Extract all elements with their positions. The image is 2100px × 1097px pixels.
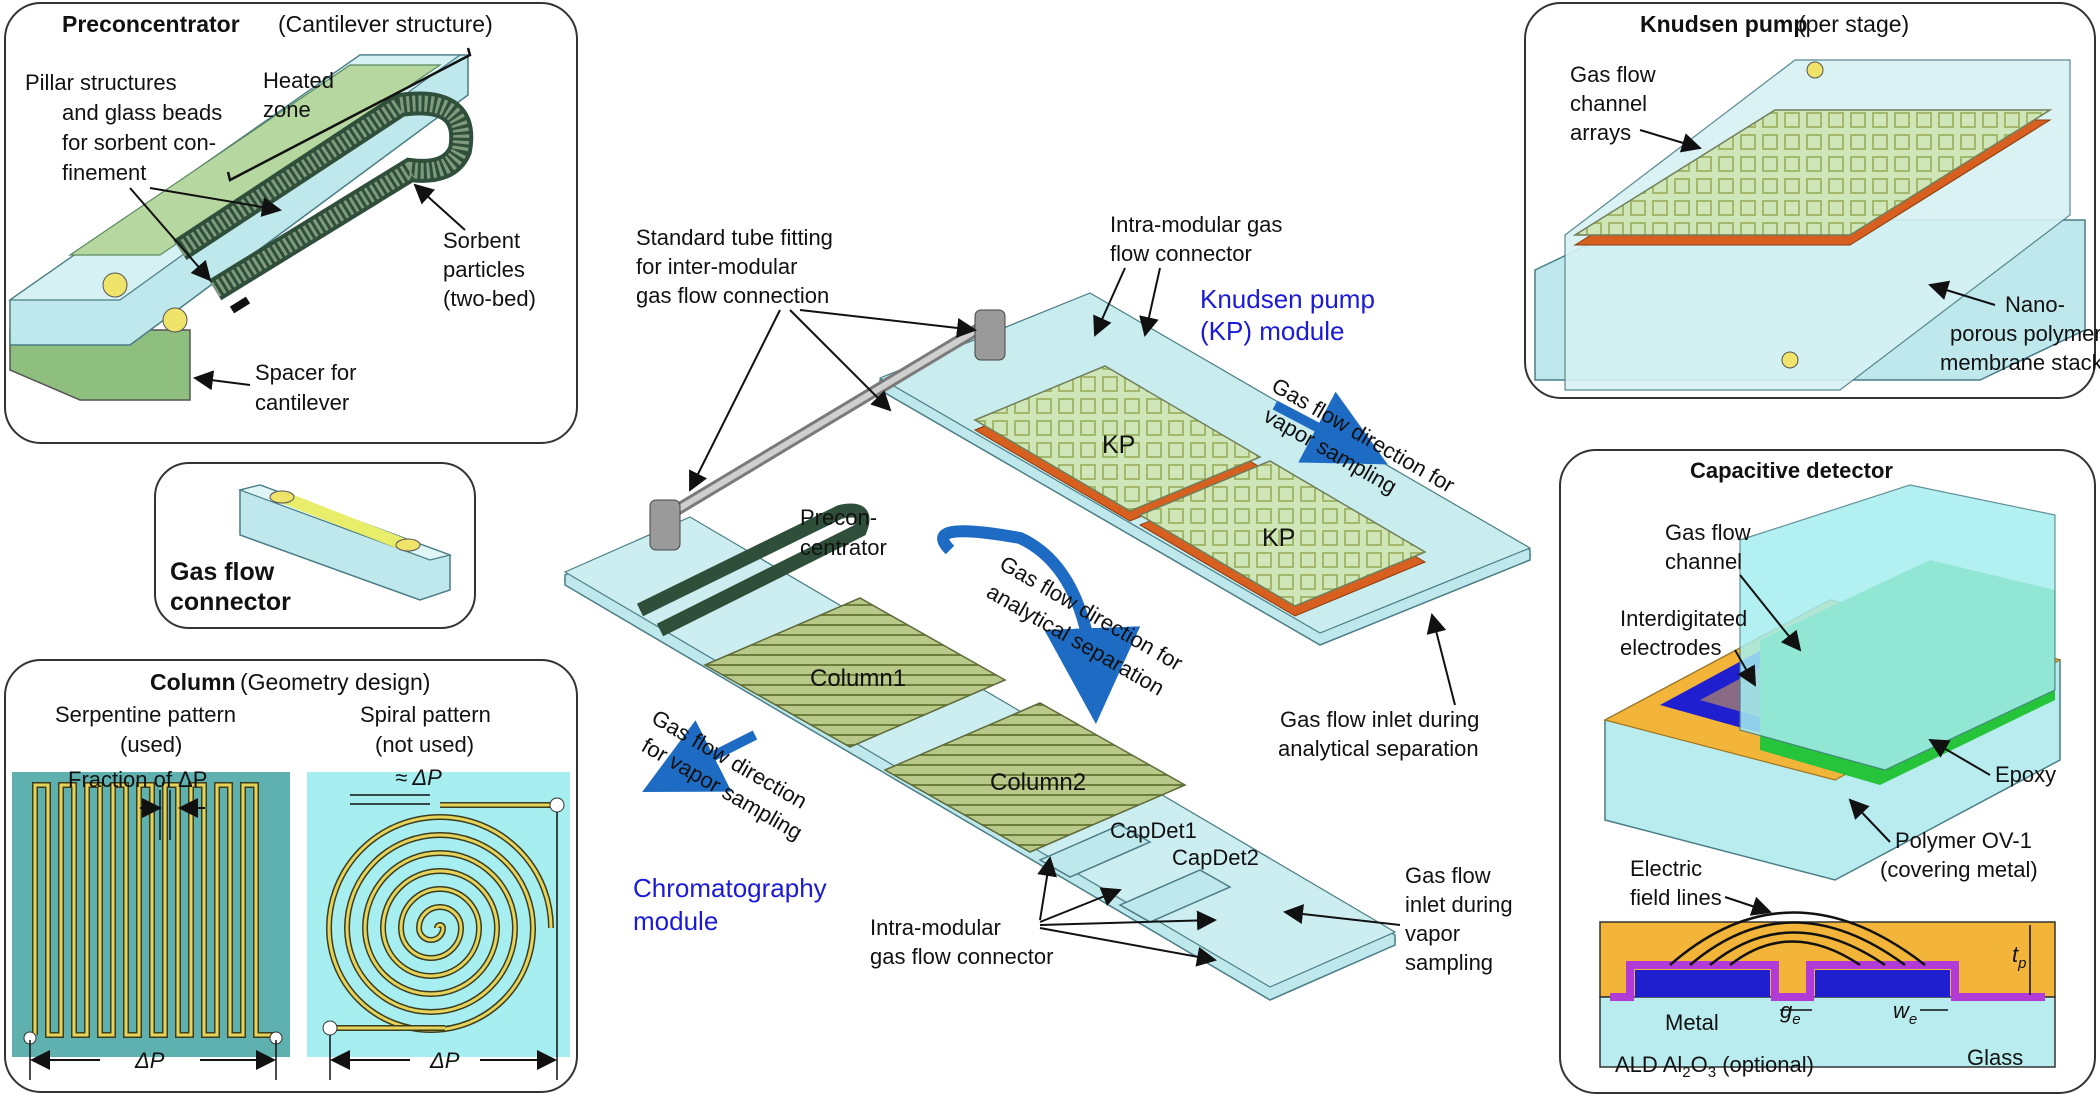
knudsen-pump-title: Knudsen pump: [1640, 11, 1807, 37]
cap-channel-label-1: Gas flow: [1665, 520, 1751, 545]
heated-zone-label-1: Heated: [263, 68, 334, 93]
intra-modular-bottom-label-1: Intra-modular: [870, 915, 1001, 940]
knudsen-pump-panel: Knudsen pump (per stage) Gas flow channe…: [1524, 2, 2100, 399]
sorbent-label-3: (two-bed): [443, 286, 536, 311]
center-assembly: KP KP Column1 Column2 CapDet1 CapDet2 St…: [563, 212, 1532, 1001]
inlet-separation-label-1: Gas flow inlet during: [1280, 707, 1479, 732]
column-subtitle: (Geometry design): [240, 669, 430, 695]
column2-label: Column2: [990, 769, 1086, 796]
preconcentrator-title: Preconcentrator: [62, 11, 240, 37]
knudsen-pump-subtitle: (per stage): [1798, 11, 1909, 37]
membrane-label-3: membrane stack: [1940, 350, 2100, 375]
intra-modular-top-label-2: flow connector: [1110, 241, 1252, 266]
preconcentrator-panel: Preconcentrator (Cantilever structure) H…: [4, 2, 578, 444]
gas-flow-connector-label-2: connector: [170, 588, 291, 616]
inlet-vapor-label-2: inlet during: [1405, 892, 1513, 917]
ald-oxygen: O: [1691, 1052, 1708, 1077]
column1-label: Column1: [810, 665, 906, 692]
polymer-label-2: (covering metal): [1880, 857, 2038, 882]
capdet1-label: CapDet1: [1110, 818, 1197, 843]
membrane-label-1: Nano-: [2005, 292, 2065, 317]
field-lines-label-2: field lines: [1630, 885, 1722, 910]
pillar-label-2: and glass beads: [62, 100, 222, 125]
chrom-module-label-2: module: [633, 906, 718, 936]
sorbent-label-1: Sorbent: [443, 228, 520, 253]
capdet2-label: CapDet2: [1172, 845, 1259, 870]
spiral-label-2: (not used): [375, 732, 474, 757]
preconcentrator-subtitle: (Cantilever structure): [278, 11, 493, 37]
fraction-label: Fraction of ΔP: [68, 767, 207, 792]
pillar-label-1: Pillar structures: [25, 70, 177, 95]
kp1-label: KP: [1102, 431, 1135, 459]
field-lines-label-1: Electric: [1630, 856, 1702, 881]
glass-label: Glass: [1967, 1045, 2023, 1070]
svg-text:Knudsen pump: Knudsen pump: [1640, 11, 1807, 37]
tube-fitting-label-1: Standard tube fitting: [636, 225, 833, 250]
intra-modular-top-label-1: Intra-modular gas: [1110, 212, 1282, 237]
heated-zone-label-2: zone: [263, 97, 311, 122]
approx-dp-label: ≈ ΔP: [395, 765, 442, 790]
precon-label-1: Precon-: [800, 505, 877, 530]
tube-fitting-label-2: for inter-modular: [636, 254, 797, 279]
pillar-label-3: for sorbent con-: [62, 130, 216, 155]
spiral-label-1: Spiral pattern: [360, 702, 491, 727]
kp-module-label-1: Knudsen pump: [1200, 284, 1375, 314]
column-title: Column: [150, 669, 236, 695]
kp-channel-label-2: channel: [1570, 91, 1647, 116]
kp-module-label-2: (KP) module: [1200, 316, 1345, 346]
tp-label: t: [2012, 942, 2019, 967]
pillar-label-4: finement: [62, 160, 146, 185]
cap-channel-label-2: channel: [1665, 549, 1742, 574]
kp-channel-label-1: Gas flow: [1570, 62, 1656, 87]
gas-flow-connector-panel: Gas flow connector: [154, 462, 476, 629]
tp-subscript: p: [2017, 955, 2026, 972]
inlet-vapor-label-4: sampling: [1405, 950, 1493, 975]
inlet-separation-label-2: analytical separation: [1278, 736, 1479, 761]
kp2-label: KP: [1262, 524, 1295, 552]
dp-serpentine-label: ΔP: [134, 1048, 165, 1073]
gas-flow-connector-label-1: Gas flow: [170, 558, 275, 586]
membrane-label-2: porous polymer: [1950, 321, 2100, 346]
sorbent-label-2: particles: [443, 257, 525, 282]
dp-spiral-label: ΔP: [429, 1048, 460, 1073]
polymer-label-1: Polymer OV-1: [1895, 828, 2032, 853]
column-panel: Column (Geometry design) Serpentine patt…: [4, 659, 578, 1093]
ald-label-prefix: ALD Al: [1615, 1052, 1682, 1077]
cap-detector-title: Capacitive detector: [1690, 458, 1893, 483]
svg-text:ALD Al2O3 (optional): ALD Al2O3 (optional): [1615, 1052, 1814, 1081]
inlet-vapor-label-3: vapor: [1405, 921, 1460, 946]
kp-channel-label-3: arrays: [1570, 120, 1631, 145]
serpentine-label-1: Serpentine pattern: [55, 702, 236, 727]
electrodes-label-2: electrodes: [1620, 635, 1722, 660]
svg-text:we: we: [1893, 998, 1917, 1028]
spacer-label-1: Spacer for: [255, 360, 357, 385]
precon-label-2: centrator: [800, 535, 887, 560]
capacitive-detector-panel: Capacitive detector Gas flow channel Int…: [1559, 449, 2096, 1094]
intra-modular-bottom-label-2: gas flow connector: [870, 944, 1053, 969]
electrodes-label-1: Interdigitated: [1620, 606, 1747, 631]
inlet-vapor-label-1: Gas flow: [1405, 863, 1491, 888]
we-label: w: [1893, 998, 1911, 1023]
svg-text:Preconcentrator: Preconcentrator: [62, 11, 240, 37]
svg-text:tp: tp: [2012, 942, 2026, 972]
we-subscript: e: [1909, 1011, 1917, 1028]
serpentine-label-2: (used): [120, 732, 182, 757]
chrom-module-label-1: Chromatography: [633, 873, 827, 903]
svg-text:Column: Column: [150, 669, 236, 695]
ald-sub-2: 2: [1682, 1064, 1690, 1081]
ald-label-suffix: (optional): [1716, 1052, 1814, 1077]
epoxy-label: Epoxy: [1995, 762, 2056, 787]
ge-subscript: e: [1792, 1011, 1800, 1028]
tube-fitting-label-3: gas flow connection: [636, 283, 829, 308]
metal-label: Metal: [1665, 1010, 1719, 1035]
spacer-label-2: cantilever: [255, 390, 349, 415]
ald-sub-3: 3: [1708, 1064, 1716, 1081]
